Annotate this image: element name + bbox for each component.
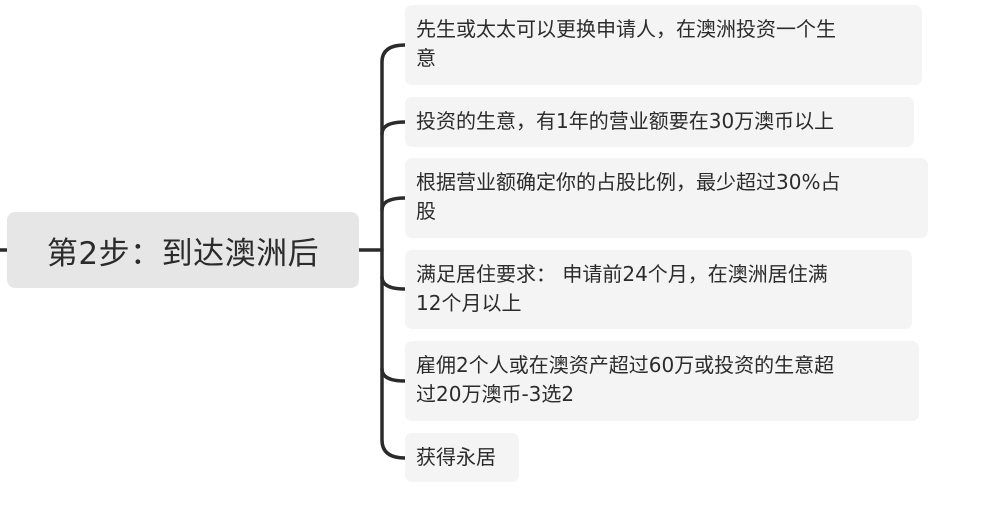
child-node-6-line-1: 获得永居 xyxy=(416,445,496,469)
child-node-5[interactable]: 雇佣2个人或在澳资产超过60万或投资的生意超 过20万澳币-3选2 xyxy=(405,341,919,421)
child-node-1[interactable]: 先生或太太可以更换申请人，在澳洲投资一个生 意 xyxy=(405,5,922,85)
child-node-1-line-1: 先生或太太可以更换申请人，在澳洲投资一个生 xyxy=(416,17,836,41)
child-node-2[interactable]: 投资的生意，有1年的营业额要在30万澳币以上 xyxy=(405,97,914,147)
child-node-3[interactable]: 根据营业额确定你的占股比例，最少超过30%占 股 xyxy=(405,158,928,238)
child-node-3-line-2: 股 xyxy=(416,199,436,223)
child-node-3-line-1: 根据营业额确定你的占股比例，最少超过30%占 xyxy=(416,170,841,194)
child-node-4-line-2: 12个月以上 xyxy=(416,291,522,315)
root-node[interactable]: 第2步：到达澳洲后 xyxy=(7,212,359,288)
child-node-6[interactable]: 获得永居 xyxy=(405,433,519,482)
branch-line-2 xyxy=(380,120,407,136)
branch-line-3 xyxy=(380,196,407,212)
child-node-1-line-2: 意 xyxy=(416,46,436,70)
branch-line-5 xyxy=(380,367,407,383)
child-node-4[interactable]: 满足居住要求： 申请前24个月，在澳洲居住满 12个月以上 xyxy=(405,250,912,329)
child-node-5-line-2: 过20万澳币-3选2 xyxy=(416,382,575,406)
child-node-4-line-1: 满足居住要求： 申请前24个月，在澳洲居住满 xyxy=(416,262,828,286)
child-node-2-line-1: 投资的生意，有1年的营业额要在30万澳币以上 xyxy=(416,109,835,133)
bracket-spine xyxy=(380,43,407,460)
branch-line-4 xyxy=(380,275,407,291)
root-node-label: 第2步：到达澳洲后 xyxy=(46,235,320,272)
child-node-5-line-1: 雇佣2个人或在澳资产超过60万或投资的生意超 xyxy=(416,353,835,377)
